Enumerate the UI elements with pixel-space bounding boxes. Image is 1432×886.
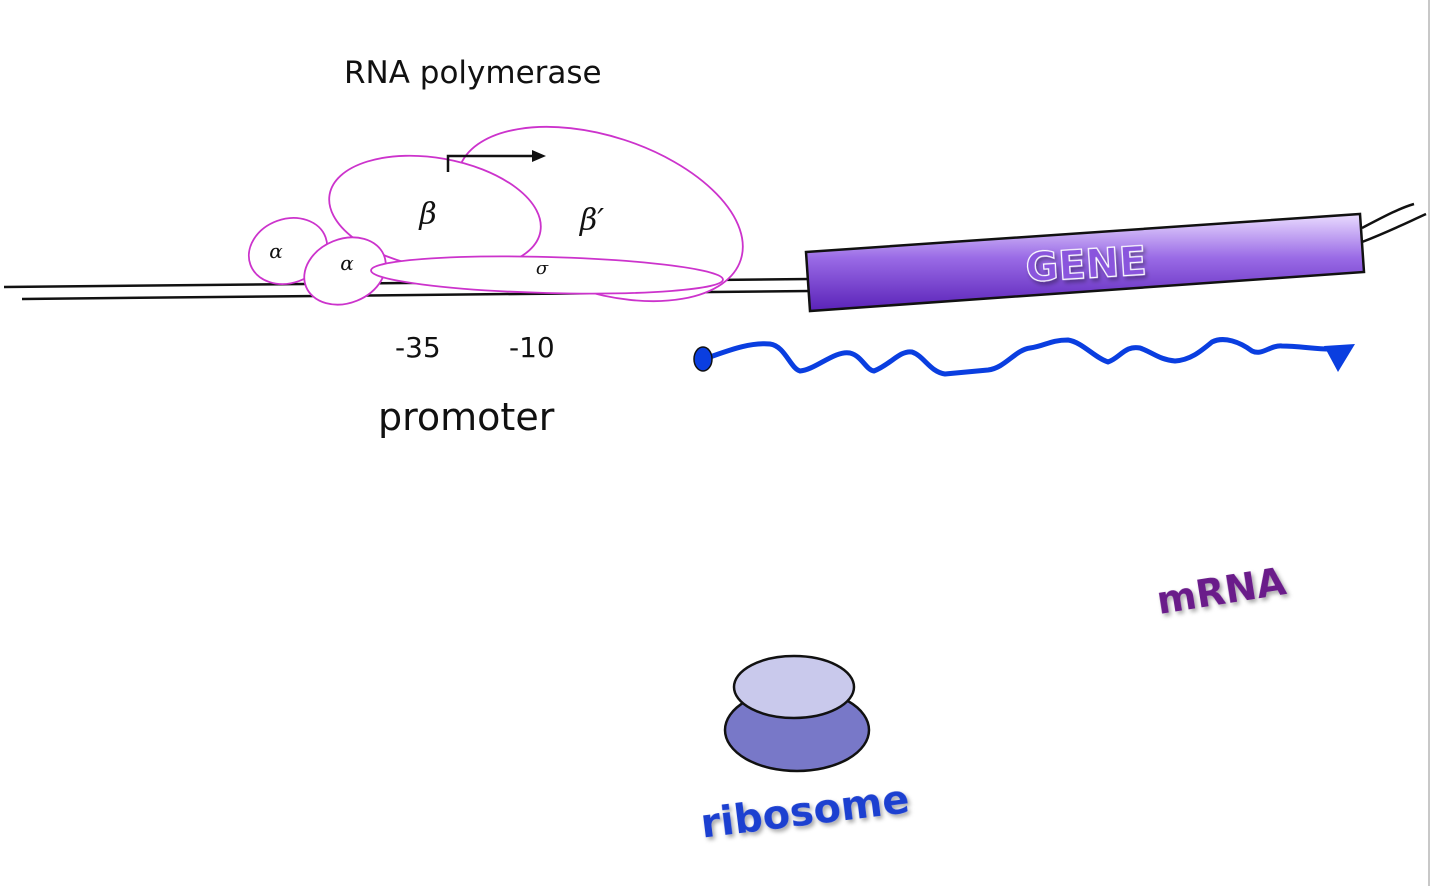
gene-label: GENE — [1024, 238, 1148, 291]
mrna-3prime-arrowhead — [1324, 344, 1355, 372]
mrna-strand — [693, 337, 1355, 377]
ribosome — [723, 654, 871, 773]
dna-strand-right — [1361, 202, 1427, 244]
alpha-subunit-2 — [303, 236, 387, 306]
mrna-label: mRNA — [1154, 559, 1290, 623]
slide-border — [1428, 0, 1430, 886]
transcription-start-arrow — [446, 150, 546, 172]
ribosome-small-subunit — [732, 654, 856, 720]
minus-35-label: -35 — [395, 331, 441, 364]
sigma-label: σ — [536, 258, 549, 279]
promoter-label: promoter — [378, 395, 555, 439]
alpha-label-2: α — [340, 251, 354, 275]
mrna-5prime-cap — [693, 346, 713, 372]
gene-bar: GENE — [804, 212, 1366, 313]
ribosome-label: ribosome — [698, 776, 912, 847]
sigma-subunit — [370, 255, 724, 295]
rna-polymerase-complex — [247, 125, 744, 306]
alpha-label-1: α — [269, 239, 283, 263]
rna-polymerase-label: RNA polymerase — [344, 55, 602, 91]
minus-10-label: -10 — [509, 331, 555, 364]
beta-label: β — [418, 197, 436, 232]
beta-prime-label: β′ — [579, 203, 604, 238]
